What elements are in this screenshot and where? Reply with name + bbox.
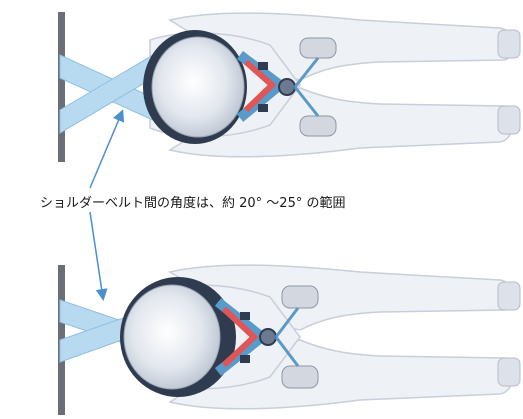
boot-top-upper: [498, 30, 520, 58]
boot-bottom-lower: [498, 358, 520, 386]
glove-bottom-lower: [282, 366, 318, 388]
glove-top-lower: [300, 116, 336, 136]
helmet-top: [152, 37, 244, 137]
angle-caption: ショルダーベルト間の角度は、約 20° ～25° の範囲: [40, 192, 345, 211]
bottom-figure: [58, 265, 520, 415]
helmet-bottom: [124, 285, 220, 389]
boot-top-lower: [498, 106, 520, 134]
top-figure: [58, 12, 520, 162]
boot-bottom-upper: [498, 282, 520, 310]
glove-top-upper: [300, 38, 336, 58]
anchor-pole-top: [58, 12, 65, 162]
glove-bottom-upper: [282, 286, 318, 308]
arrow-to-bottom-straps: [90, 212, 103, 298]
arrow-to-top-straps: [90, 112, 122, 188]
